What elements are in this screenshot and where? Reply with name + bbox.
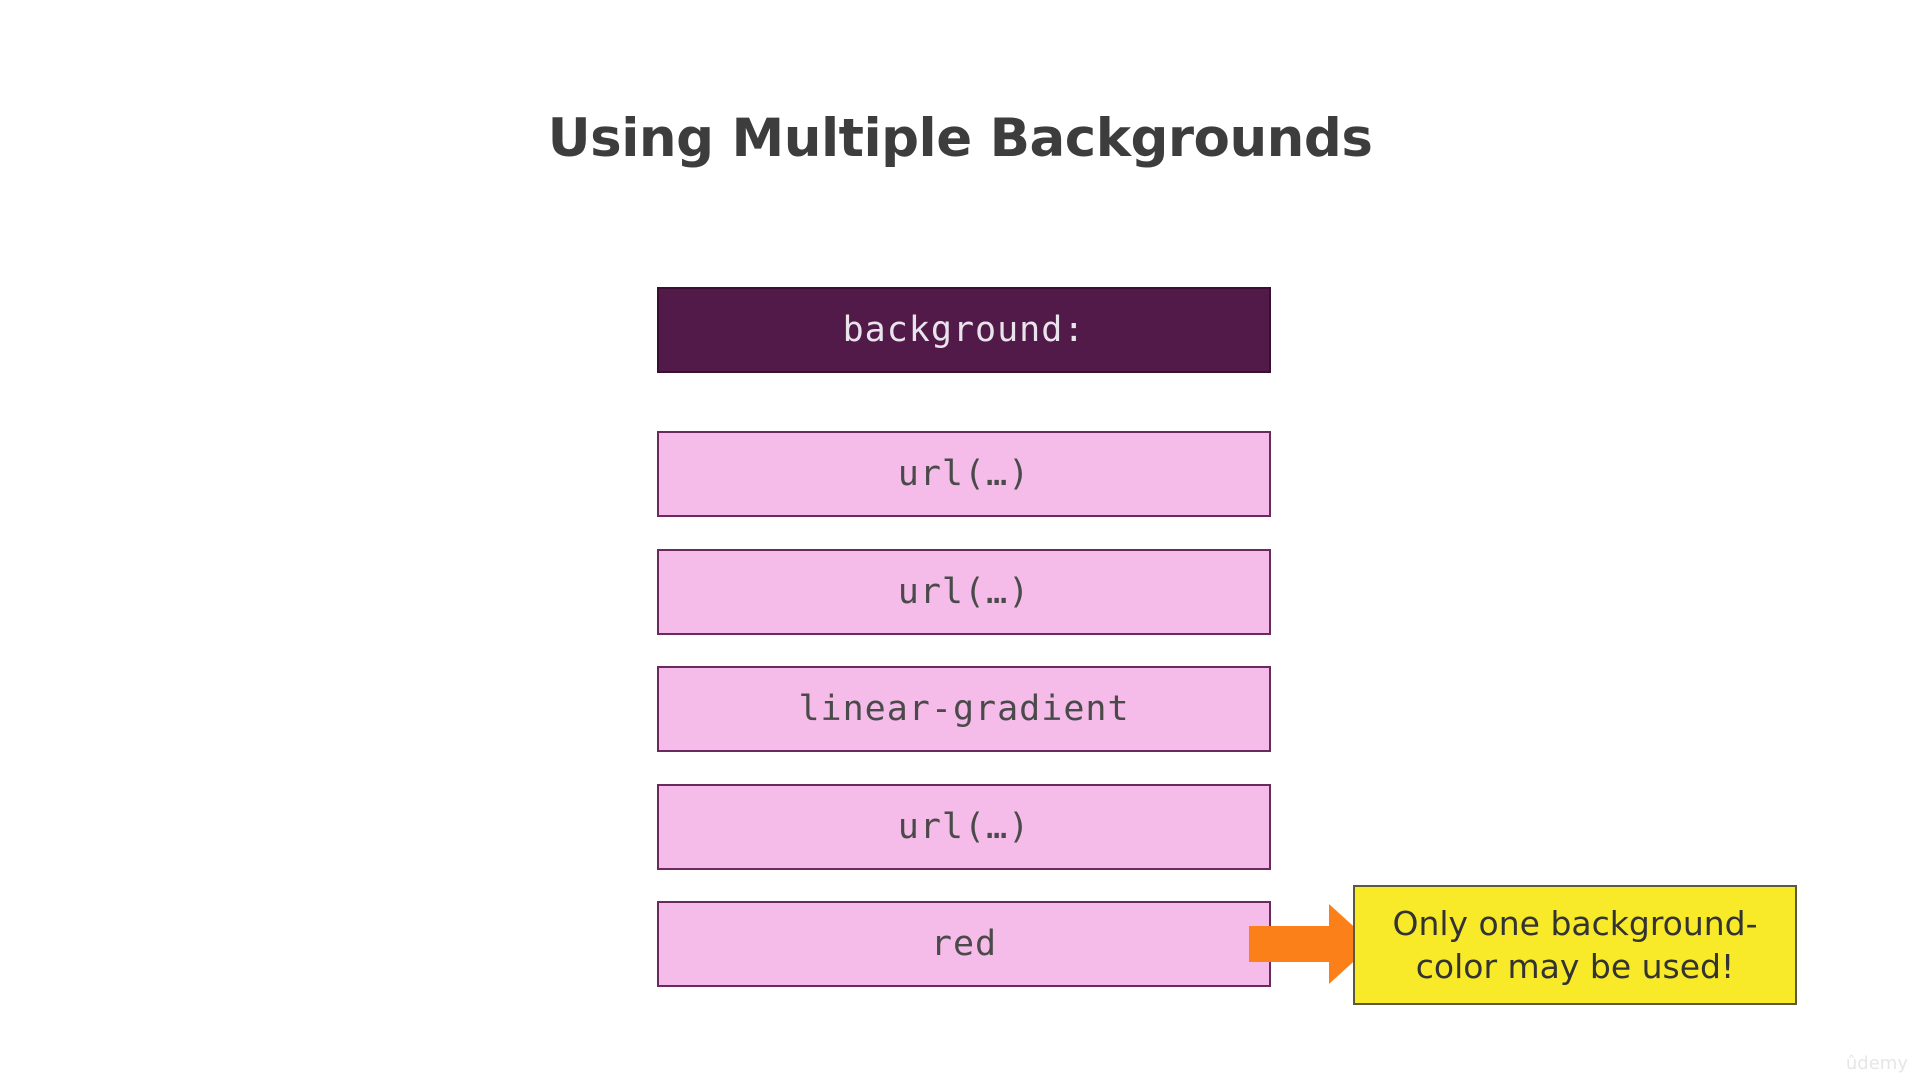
background-layer-label: url(…) (897, 572, 1031, 612)
note-callout: Only one background-color may be used! (1353, 885, 1797, 1005)
background-layer-label: linear-gradient (798, 689, 1130, 729)
note-text: Only one background-color may be used! (1392, 904, 1758, 986)
background-color-layer-box: red (657, 901, 1271, 987)
background-property-box: background: (657, 287, 1271, 373)
arrow-right-icon (1249, 904, 1373, 984)
background-layer-box: url(…) (657, 784, 1271, 870)
background-layer-label: url(…) (897, 454, 1031, 494)
slide-title: Using Multiple Backgrounds (547, 108, 1373, 169)
background-layer-label: red (930, 924, 998, 964)
background-layer-box: url(…) (657, 431, 1271, 517)
background-layer-box: url(…) (657, 549, 1271, 635)
background-property-label: background: (842, 310, 1086, 350)
background-layer-label: url(…) (897, 807, 1031, 847)
background-layer-box: linear-gradient (657, 666, 1271, 752)
udemy-watermark: ûdemy (1845, 1053, 1908, 1074)
